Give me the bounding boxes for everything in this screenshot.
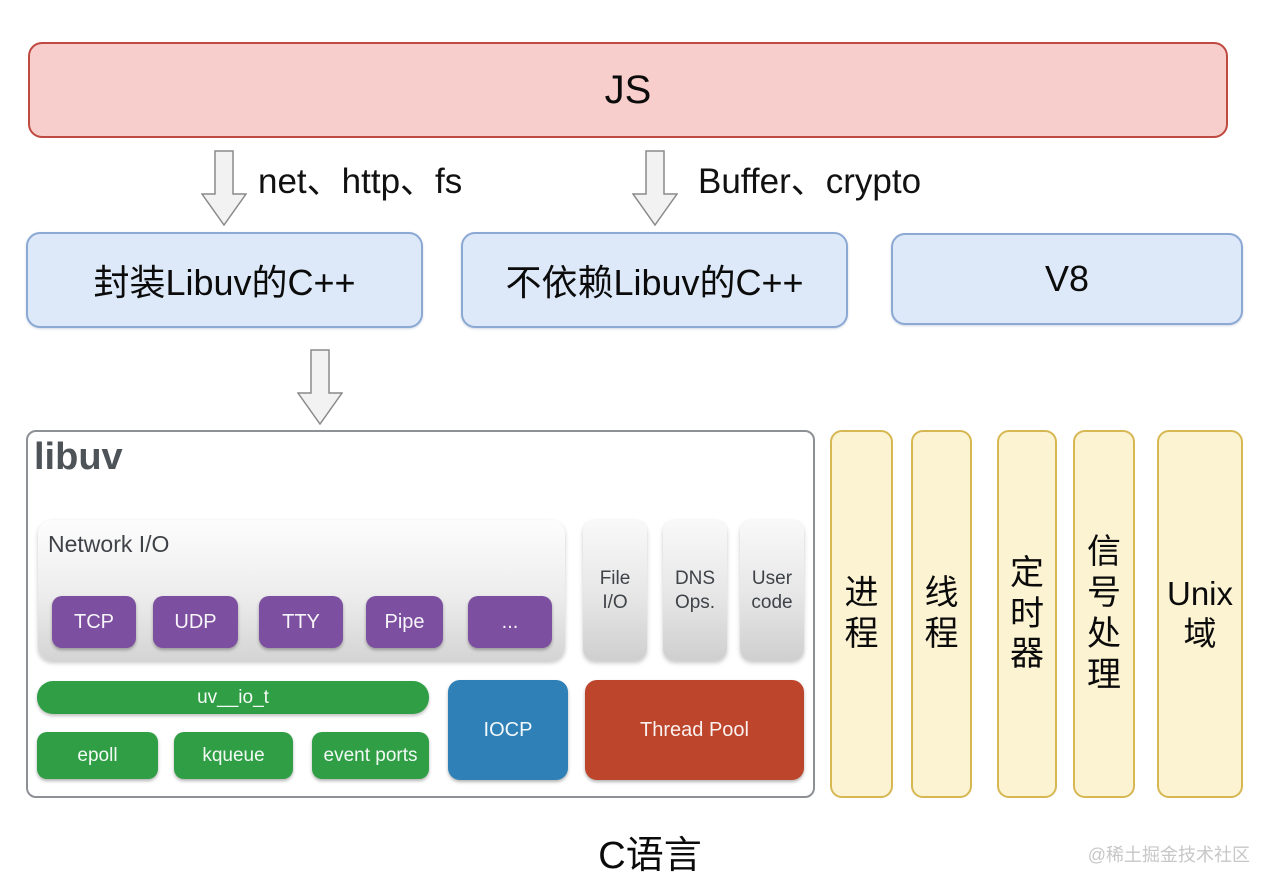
process-column: 进 程 — [830, 430, 893, 798]
user-code-card: User code — [740, 520, 804, 661]
ellipsis-chip: ... — [468, 596, 552, 648]
uv-io-t-bar: uv__io_t — [37, 681, 429, 714]
thread-column: 线 程 — [911, 430, 972, 798]
thread-pool-box: Thread Pool — [585, 680, 804, 780]
cpp-non-libuv-box: 不依赖Libuv的C++ — [461, 232, 848, 328]
file-io-card: File I/O — [583, 520, 647, 661]
v8-label: V8 — [1044, 258, 1090, 299]
cpp-libuv-wrapper-label: 封装Libuv的C++ — [93, 262, 356, 303]
js-layer-box: JS — [28, 42, 1228, 138]
v8-box: V8 — [891, 233, 1243, 325]
signal-handling-column: 信 号 处 理 — [1073, 430, 1135, 798]
down-arrow-icon — [201, 150, 247, 226]
down-arrow-icon — [632, 150, 678, 226]
right-arrow-label: Buffer、crypto — [698, 162, 922, 201]
down-arrow-icon — [297, 349, 343, 425]
kqueue-chip: kqueue — [174, 732, 293, 779]
js-layer-label: JS — [604, 67, 652, 112]
tty-chip: TTY — [259, 596, 343, 648]
unix-domain-column: Unix 域 — [1157, 430, 1243, 798]
libuv-title: libuv — [34, 436, 123, 478]
udp-chip: UDP — [153, 596, 238, 648]
c-language-caption: C语言 — [598, 835, 702, 877]
timer-column: 定 时 器 — [997, 430, 1057, 798]
cpp-non-libuv-label: 不依赖Libuv的C++ — [505, 262, 804, 303]
watermark-text: @稀土掘金技术社区 — [1087, 845, 1250, 865]
tcp-chip: TCP — [52, 596, 136, 648]
network-io-label: Network I/O — [48, 531, 170, 557]
left-arrow-label: net、http、fs — [258, 162, 463, 201]
pipe-chip: Pipe — [366, 596, 443, 648]
epoll-chip: epoll — [37, 732, 158, 779]
cpp-libuv-wrapper-box: 封装Libuv的C++ — [26, 232, 423, 328]
dns-ops-card: DNS Ops. — [663, 520, 727, 661]
iocp-box: IOCP — [448, 680, 568, 780]
event-ports-chip: event ports — [312, 732, 429, 779]
